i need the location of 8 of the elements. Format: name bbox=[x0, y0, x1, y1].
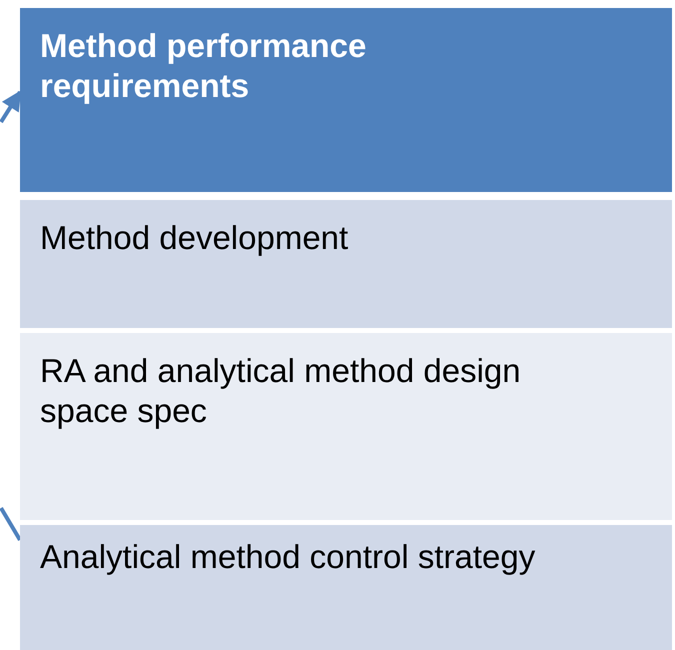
table-row bbox=[20, 525, 672, 650]
table-row bbox=[20, 200, 672, 328]
header-row bbox=[20, 8, 672, 192]
row-text: RA and analytical method design space spec bbox=[40, 351, 522, 431]
row-text: Method development bbox=[40, 218, 350, 258]
row-text: Analytical method control strategy bbox=[40, 537, 536, 577]
header-text: Method performance requirements bbox=[40, 26, 368, 106]
arrow bbox=[0, 90, 22, 124]
